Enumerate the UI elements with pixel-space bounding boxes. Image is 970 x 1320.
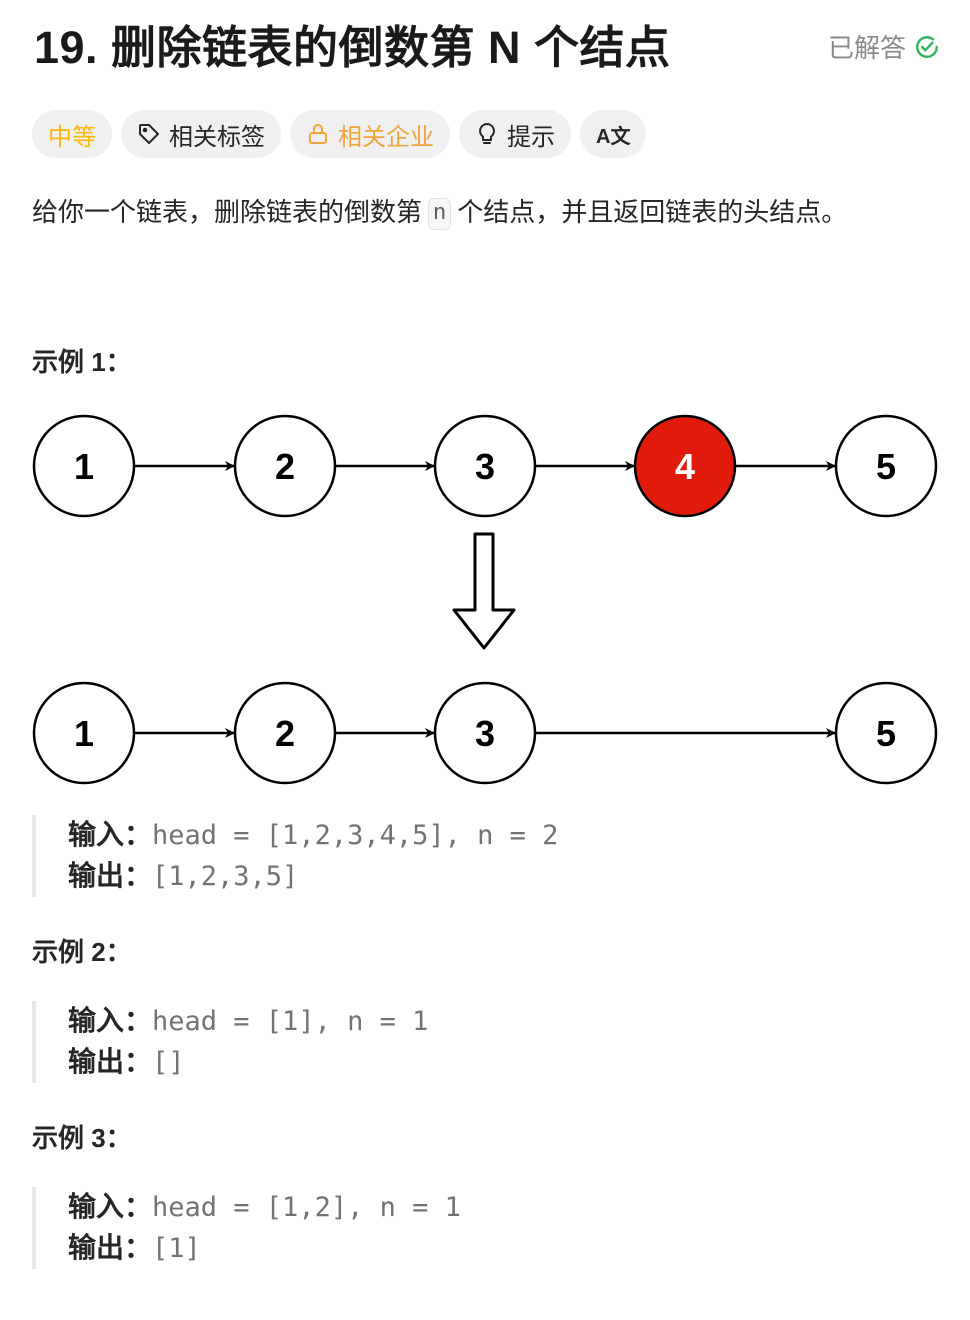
before-node-1 — [32, 414, 136, 518]
hint-label: 提示 — [507, 123, 555, 151]
companies-label: 相关企业 — [338, 123, 434, 151]
output-value: [1] — [152, 1233, 201, 1264]
inline-code-n: n — [428, 198, 452, 231]
output-value: [1,2,3,5] — [152, 861, 299, 892]
input-value: head = [1], n = 1 — [152, 1006, 429, 1037]
before-list: 1 2 3 4 5 — [32, 414, 938, 518]
example-1-title: 示例 1： — [32, 347, 132, 377]
before-node-2 — [233, 414, 337, 518]
input-label: 输入： — [68, 819, 153, 850]
before-node-label-4: 4 — [675, 446, 695, 487]
linked-list-diagram: 1 2 3 4 5 1 2 3 5 — [32, 414, 938, 785]
output-value: [] — [152, 1047, 185, 1078]
translate-chip[interactable]: A文 — [580, 110, 647, 158]
transform-arrow — [452, 532, 516, 650]
before-node-label-1: 1 — [74, 446, 94, 487]
hint-chip[interactable]: 提示 — [459, 110, 571, 158]
before-node-label-5: 5 — [876, 446, 896, 487]
after-node-5 — [834, 681, 938, 785]
difficulty-chip[interactable]: 中等 — [32, 110, 112, 158]
before-node-label-2: 2 — [275, 446, 295, 487]
output-label: 输出： — [68, 1232, 153, 1263]
after-list: 1 2 3 5 — [32, 681, 938, 785]
after-node-label-1: 1 — [74, 713, 94, 754]
output-label: 输出： — [68, 1046, 153, 1077]
problem-chips: 中等 相关标签 相关企业 提示 A文 — [32, 110, 647, 158]
description-text-after: 个结点，并且返回链表的头结点。 — [457, 197, 848, 227]
before-node-4-removed — [633, 414, 737, 518]
companies-chip[interactable]: 相关企业 — [290, 110, 450, 158]
after-node-1 — [32, 681, 136, 785]
lock-icon — [309, 124, 327, 144]
example-1-block: 输入：head = [1,2,3,4,5], n = 2 输出：[1,2,3,5… — [32, 815, 558, 897]
input-value: head = [1,2], n = 1 — [152, 1192, 461, 1223]
tag-icon — [139, 124, 159, 144]
difficulty-label: 中等 — [48, 123, 96, 151]
problem-header: 19. 删除链表的倒数第 N 个结点 已解答 — [34, 18, 940, 78]
lightbulb-icon — [479, 123, 495, 144]
after-node-2 — [233, 681, 337, 785]
before-node-3 — [433, 414, 537, 518]
example-3-title: 示例 3： — [32, 1123, 132, 1153]
solved-label: 已解答 — [827, 33, 906, 63]
before-node-label-3: 3 — [475, 446, 495, 487]
after-node-label-2: 2 — [275, 713, 295, 754]
example-2-block: 输入：head = [1], n = 1 输出：[] — [32, 1001, 428, 1083]
after-node-label-3: 3 — [475, 713, 495, 754]
example-3-block: 输入：head = [1,2], n = 1 输出：[1] — [32, 1187, 461, 1269]
description-text-before: 给你一个链表，删除链表的倒数第 — [32, 197, 423, 227]
example-2-title: 示例 2： — [32, 937, 132, 967]
after-node-3 — [433, 681, 537, 785]
check-circle-icon — [916, 35, 938, 58]
before-node-5 — [834, 414, 938, 518]
solved-status: 已解答 — [828, 28, 940, 65]
input-value: head = [1,2,3,4,5], n = 2 — [152, 820, 559, 851]
tags-label: 相关标签 — [169, 123, 265, 151]
page-title: 19. 删除链表的倒数第 N 个结点 — [34, 22, 671, 73]
tags-chip[interactable]: 相关标签 — [121, 110, 281, 158]
translate-icon: A文 — [596, 125, 631, 148]
input-label: 输入： — [68, 1005, 153, 1036]
output-label: 输出： — [68, 860, 153, 891]
after-node-label-5: 5 — [876, 713, 896, 754]
input-label: 输入： — [68, 1191, 153, 1222]
